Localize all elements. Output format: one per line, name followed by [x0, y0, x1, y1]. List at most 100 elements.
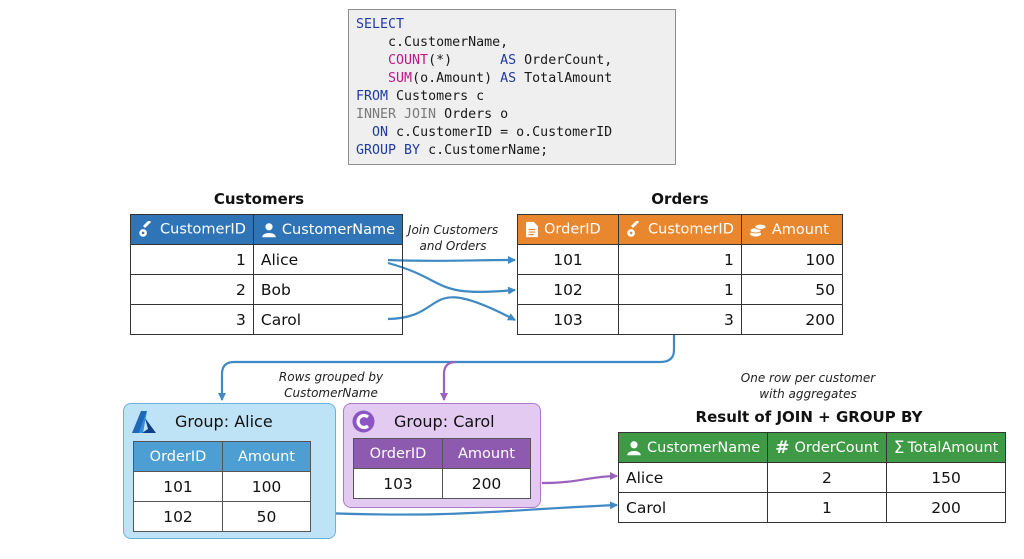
table-row: Alice 2 150 [617, 462, 1007, 493]
azure-logo-icon [132, 411, 156, 433]
grouped-note-line: CustomerName [284, 386, 378, 400]
group-alice-title: Group: Alice [175, 412, 273, 431]
order-customer-id-cell: 3 [618, 304, 742, 335]
group-amount-cell: 100 [222, 471, 311, 502]
order-id-cell: 102 [517, 274, 619, 305]
orders-header-label: CustomerID [648, 221, 734, 238]
sql-on-keyword: ON [372, 125, 389, 140]
sql-groupby-keyword: GROUP BY [356, 143, 421, 158]
result-header-label: CustomerName [647, 439, 761, 456]
key-icon [627, 221, 640, 237]
grouped-note: Rows grouped by CustomerName [272, 369, 390, 401]
key-icon [139, 221, 152, 237]
join-note: Join Customers and Orders [398, 222, 508, 254]
one-row-note-line: One row per customer [740, 371, 876, 385]
group-alice-header-amount: Amount [222, 441, 311, 472]
table-row: 103 200 [353, 468, 531, 499]
grouped-note-line: Rows grouped by [278, 370, 384, 384]
join-note-line: and Orders [419, 239, 487, 253]
table-row: 1 Alice [130, 244, 404, 275]
customers-header-customername: CustomerName [252, 214, 404, 245]
sql-count-argument: (*) [428, 53, 453, 68]
result-header-customername: CustomerName [617, 432, 769, 463]
sql-sum-function: SUM [388, 71, 413, 86]
sql-select-keyword: SELECT [356, 17, 405, 32]
sql-sum-argument: (o.Amount) [412, 71, 493, 86]
group-arrow-alice [218, 334, 676, 401]
sql-groupby-column: c.CustomerName; [428, 143, 549, 158]
order-customer-id-cell: 1 [618, 274, 742, 305]
result-header-ordercount: #OrderCount [767, 432, 887, 463]
order-amount-cell: 200 [740, 304, 844, 335]
group-carol-table: OrderID Amount 103 200 [353, 438, 531, 499]
order-amount-cell: 100 [740, 244, 844, 275]
order-id-cell: 103 [517, 304, 619, 335]
join-arrow-alice-101 [387, 256, 516, 265]
customers-header-label: CustomerID [160, 221, 246, 238]
sql-as-keyword: AS [500, 71, 517, 86]
customer-name-cell: Alice [252, 244, 404, 275]
group-alice-header-orderid: OrderID [133, 441, 223, 472]
result-name-cell: Alice [617, 462, 769, 493]
table-row: 2 Bob [130, 274, 404, 305]
result-table-title: Result of JOIN + GROUP BY [695, 408, 923, 426]
sql-from-keyword: FROM [356, 89, 389, 104]
orders-table-title: Orders [651, 190, 709, 208]
group-order-id-cell: 102 [133, 501, 223, 532]
result-total-cell: 200 [885, 492, 1007, 523]
join-arrow-alice-102 [387, 261, 516, 295]
group-amount-cell: 200 [442, 468, 531, 499]
customer-name-cell: Carol [252, 304, 404, 335]
sql-sum-alias: TotalAmount [524, 71, 613, 86]
one-row-note: One row per customer with aggregates [728, 370, 888, 402]
sql-join-keyword: INNER JOIN [356, 107, 437, 122]
group-alice-panel: Group: Alice OrderID Amount 101 100 102 … [123, 403, 336, 539]
sql-count-function: COUNT [388, 53, 429, 68]
group-alice-header-row: OrderID Amount [133, 441, 311, 472]
customers-header-row: CustomerID CustomerName [130, 214, 404, 245]
c-logo-icon [352, 410, 375, 433]
table-row: 102 50 [133, 501, 311, 532]
table-row: 103 3 200 [517, 304, 844, 335]
customer-id-cell: 3 [130, 304, 254, 335]
customer-id-cell: 1 [130, 244, 254, 275]
sql-query-box: SELECT c.CustomerName, COUNT(*) AS Order… [348, 9, 676, 165]
group-order-id-cell: 103 [353, 468, 443, 499]
orders-header-amount: Amount [740, 214, 844, 245]
group-arrow-carol [440, 360, 457, 401]
result-count-cell: 2 [767, 462, 887, 493]
group-carol-header-orderid: OrderID [353, 438, 443, 469]
order-id-cell: 101 [517, 244, 619, 275]
group-carol-header-row: OrderID Amount [353, 438, 531, 469]
join-arrow-carol-103 [387, 296, 516, 321]
user-icon [627, 440, 641, 455]
table-row: 101 1 100 [517, 244, 844, 275]
table-row: 3 Carol [130, 304, 404, 335]
group-carol-panel: Group: Carol OrderID Amount 103 200 [343, 403, 541, 508]
sql-as-keyword: AS [500, 53, 517, 68]
result-arrow-carol-group [541, 472, 618, 485]
order-amount-cell: 50 [740, 274, 844, 305]
coins-icon [749, 223, 767, 237]
table-row: Carol 1 200 [617, 492, 1007, 523]
customers-table-title: Customers [213, 190, 305, 208]
customers-header-customerid: CustomerID [130, 214, 254, 245]
result-arrow-alice-group [321, 501, 618, 516]
orders-table: OrderID CustomerID Amount 101 1 100 102 … [517, 214, 844, 335]
customer-name-cell: Bob [252, 274, 404, 305]
customers-header-label: CustomerName [281, 221, 396, 238]
customer-id-cell: 2 [130, 274, 254, 305]
orders-header-label: OrderID [544, 221, 601, 238]
customers-table: CustomerID CustomerName 1 Alice 2 Bob 3 … [130, 214, 404, 335]
result-total-cell: 150 [885, 462, 1007, 493]
join-note-line: Join Customers [407, 223, 499, 237]
orders-header-orderid: OrderID [517, 214, 619, 245]
orders-header-row: OrderID CustomerID Amount [517, 214, 844, 245]
sql-on-condition: c.CustomerID = o.CustomerID [396, 125, 613, 140]
orders-header-customerid: CustomerID [618, 214, 742, 245]
order-customer-id-cell: 1 [618, 244, 742, 275]
